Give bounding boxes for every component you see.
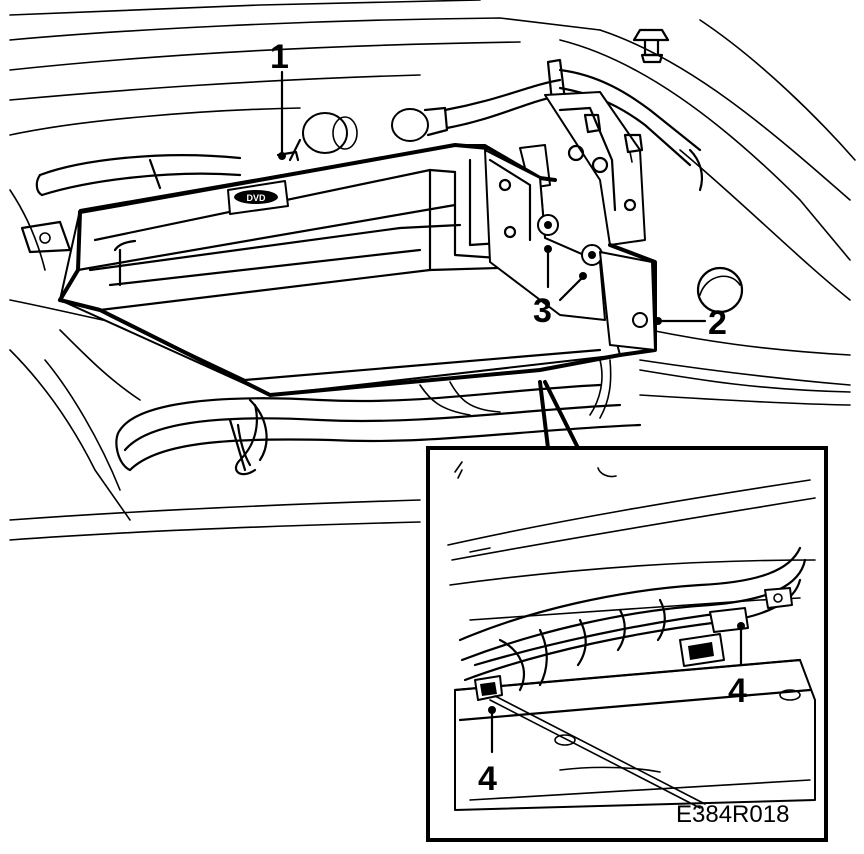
mounting-bracket [519, 91, 646, 246]
push-pin-fastener [632, 28, 670, 64]
detail-pointer [538, 380, 580, 450]
detail-inset [426, 446, 828, 842]
main-callout-leaders [278, 70, 707, 325]
wiring-harness-lower [115, 359, 851, 476]
callout-2: 2 [708, 304, 727, 342]
background-structure [9, 0, 856, 541]
figure-reference-code: E384R018 [676, 801, 789, 828]
callout-4-left: 4 [478, 760, 497, 798]
dvd-player-unit: DVD [58, 143, 657, 397]
callout-1: 1 [270, 38, 289, 76]
callout-3: 3 [533, 292, 552, 330]
callout-4-right: 4 [728, 672, 747, 710]
dvd-badge-text: DVD [246, 193, 266, 203]
